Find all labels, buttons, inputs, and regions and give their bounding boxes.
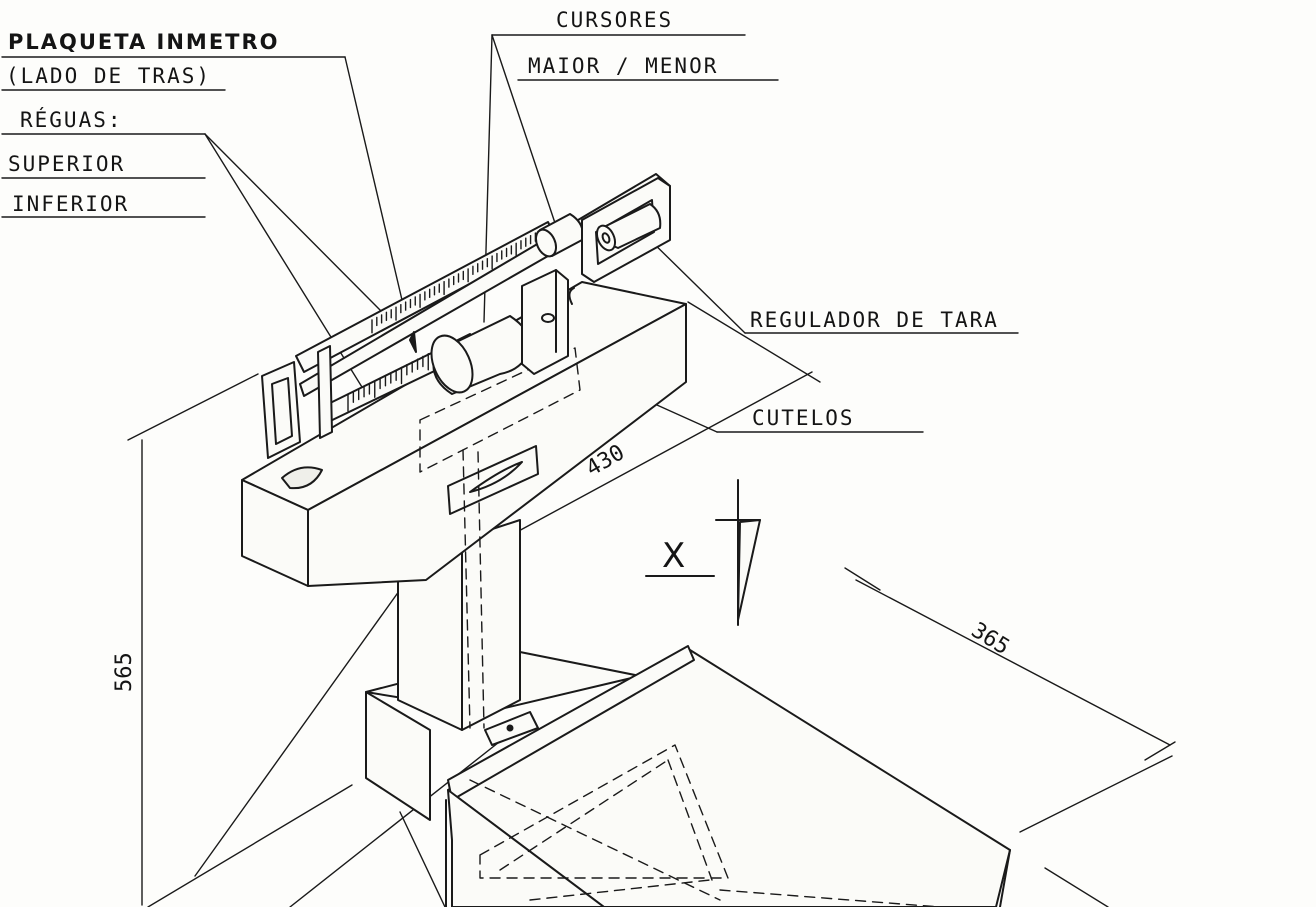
label-maior-menor: MAIOR / MENOR [528,54,719,78]
balance-pointer [409,287,575,353]
label-reguas: RÉGUAS: [20,108,123,132]
label-superior: SUPERIOR [8,152,126,176]
label-plaqueta-inmetro: PLAQUETA INMETRO [8,30,280,54]
label-lado-de-tras: (LADO DE TRAS) [6,64,212,88]
left-upright [261,345,333,490]
tare-regulator [581,177,671,283]
label-regulador-de-tara: REGULADOR DE TARA [750,308,999,332]
hidden-lines-platform [469,744,941,907]
label-cursores: CURSORES [556,8,674,32]
view-arrow [645,479,761,626]
dimension-565: 565 [112,652,137,692]
knife-block [521,269,569,375]
label-cutelos: CUTELOS [752,406,855,430]
label-view-x: X [662,536,686,576]
beam-housing [241,281,687,587]
column-plate [484,711,539,746]
label-inferior: INFERIOR [12,192,130,216]
label-underlines [1,34,1019,433]
hidden-lines-head [419,347,581,729]
